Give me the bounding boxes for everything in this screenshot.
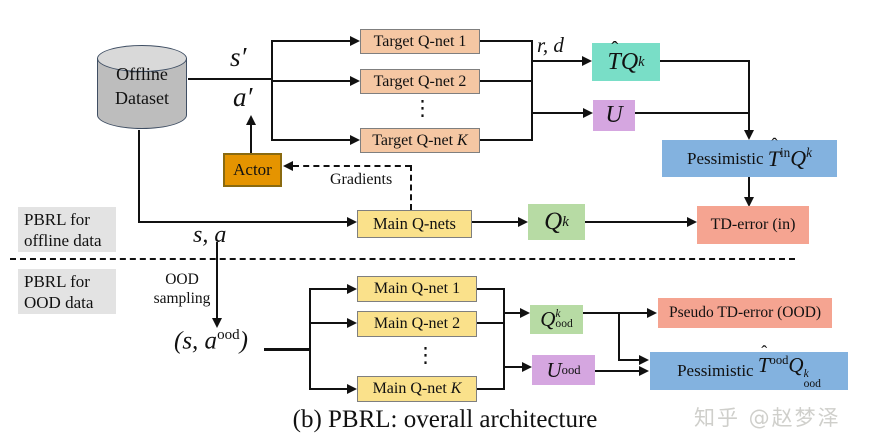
vertical-ellipsis: ⋮ [415,343,436,367]
arrowhead [744,197,754,207]
connector-line [138,221,348,223]
connector-line [250,124,252,153]
connector-line [309,288,311,390]
region-label-ood: PBRL for OOD data [18,269,116,314]
cylinder-top [97,45,187,72]
arrowhead [647,308,657,318]
connector-line [618,312,620,361]
target-qnet-1-box: Target Q-net 1 [360,29,480,54]
arrowhead [518,217,528,227]
a-prime-label: a′ [233,82,253,112]
main-qnet-K-box: Main Q-net K [357,376,477,402]
connector-line [309,388,348,390]
hat-accent: ˆ [761,342,768,363]
connector-line [271,40,273,141]
section-divider-dashed [10,258,795,260]
gradients-dashed-line [293,165,411,167]
connector-line [748,60,750,132]
td-error-in-box: TD-error (in) [697,206,809,244]
connector-line [503,312,521,314]
main-qnet-1-box: Main Q-net 1 [357,276,477,302]
connector-line [477,322,505,324]
connector-line [531,60,583,62]
arrowhead [522,362,532,372]
arrowhead [350,36,360,46]
main-qnet-2-box: Main Q-net 2 [357,311,477,337]
vertical-ellipsis: ⋮ [412,96,433,120]
ood-sampling-label: OOD sampling [153,271,211,308]
connector-line [748,177,750,198]
gradients-dashed-line [410,165,412,210]
arrowhead [283,161,293,171]
pseudo-td-error-ood-box: Pseudo TD-error (OOD) [658,298,832,328]
connector-line [472,221,519,223]
arrowhead [639,366,649,376]
gradients-label: Gradients [330,171,393,188]
connector-line [503,366,523,368]
connector-line [309,288,348,290]
connector-line [188,78,272,80]
figure-caption: (b) PBRL: overall architecture [292,406,598,433]
arrowhead [350,76,360,86]
actor-box: Actor [223,153,282,187]
hat-accent: ˆ [771,134,778,156]
connector-line [480,80,533,82]
connector-line [585,221,688,223]
arrowhead [347,318,357,328]
arrowhead [744,130,754,140]
s-prime-label: s′ [230,42,247,72]
s-a-ood-label: (s, aood) [174,327,248,355]
arrowhead [347,384,357,394]
arrowhead [347,284,357,294]
connector-line [477,288,505,290]
connector-line [660,60,750,62]
arrowhead [212,318,222,328]
connector-line [271,80,351,82]
connector-line [503,288,505,390]
connector-line [271,40,351,42]
arrowhead [350,135,360,145]
arrowhead [639,355,649,365]
main-qnets-box: Main Q-nets [357,210,472,238]
target-qnet-2-box: Target Q-net 2 [360,69,480,94]
s-a-label: s, a [193,222,227,248]
arrowhead [347,217,357,227]
arrowhead [520,308,530,318]
connector-line [531,40,533,141]
connector-line [477,388,505,390]
hat-accent: ˆ [611,37,619,60]
arrowhead [582,56,592,66]
connector-line [595,370,640,372]
connector-line [480,139,533,141]
connector-line [531,112,584,114]
arrowhead [687,217,697,227]
connector-line [309,322,348,324]
connector-line [583,312,620,314]
uncertainty-box: U [593,100,635,131]
region-label-offline: PBRL for offline data [18,207,116,252]
connector-line [618,312,648,314]
connector-line [618,359,640,361]
connector-line [480,40,533,42]
connector-line [138,130,140,223]
watermark: 知乎 @赵梦泽 [694,406,841,430]
connector-line [271,139,351,141]
connector-line [216,242,218,320]
arrowhead [246,115,256,125]
r-d-label: r, d [537,33,564,57]
connector-line [264,348,311,351]
target-qnet-K-box: Target Q-net K [360,128,480,153]
offline-dataset-label: Offline Dataset [115,64,169,109]
connector-line [635,112,750,114]
arrowhead [583,108,593,118]
